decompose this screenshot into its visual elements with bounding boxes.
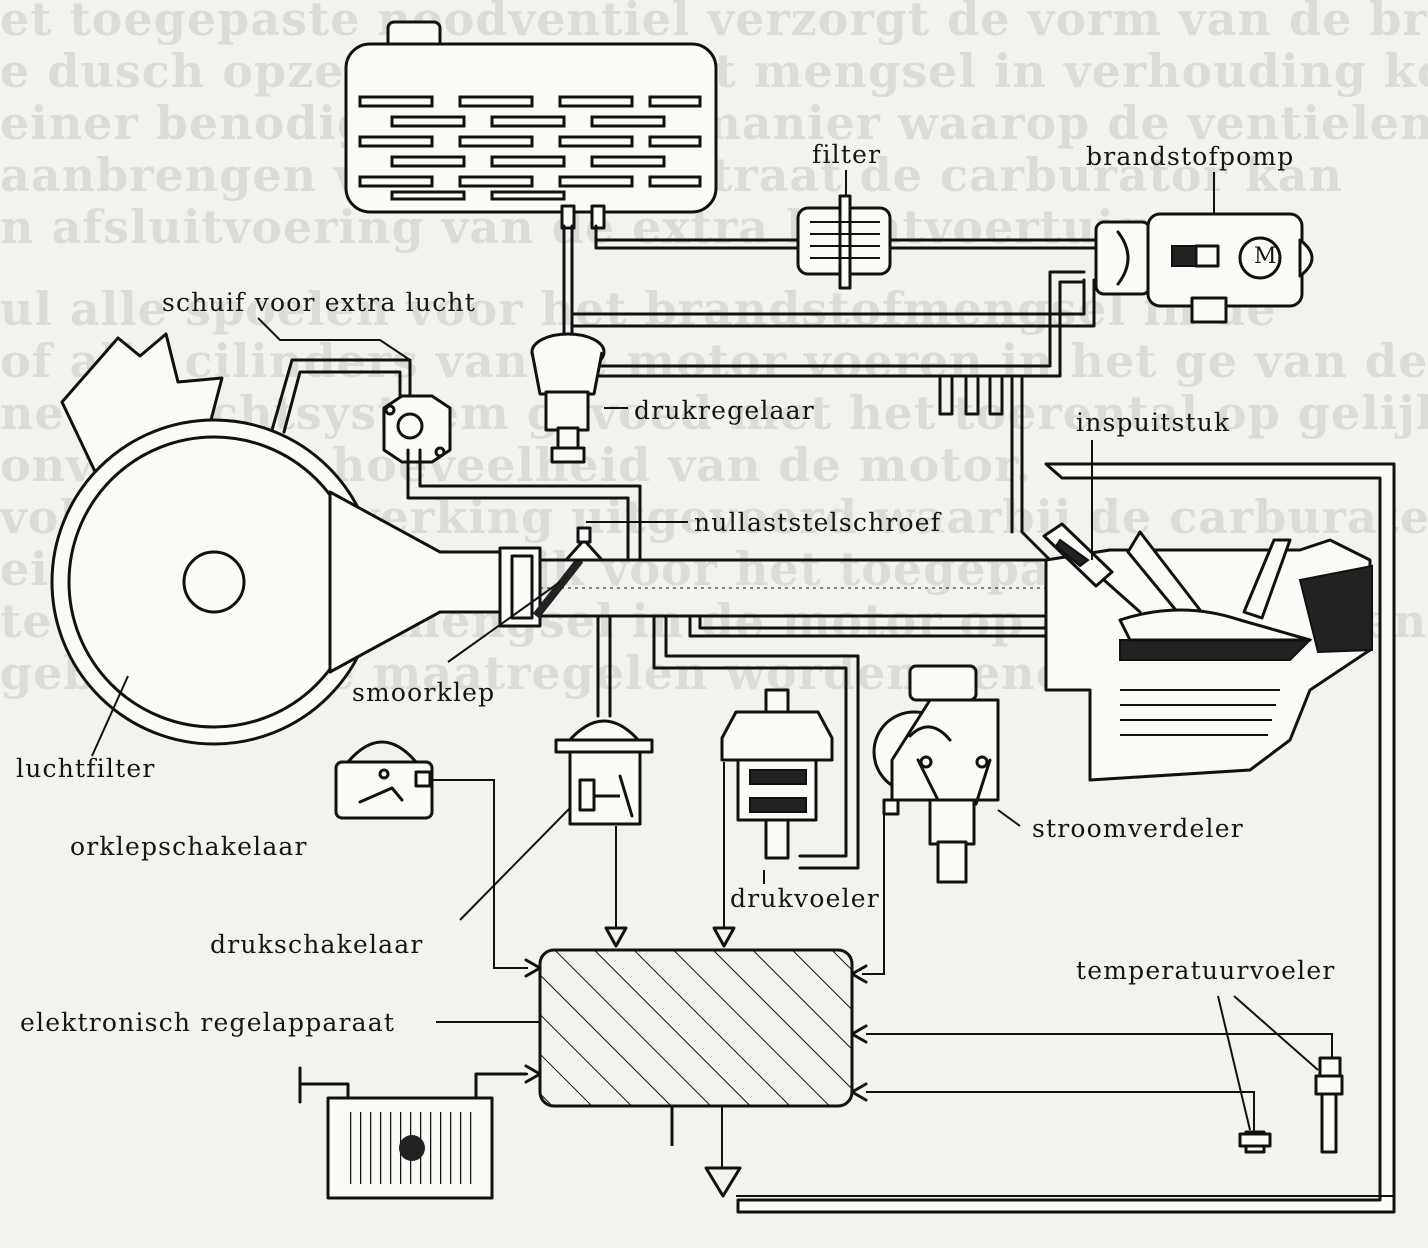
label-pressure-regulator: drukregelaar <box>634 396 815 425</box>
extra-air-slide <box>270 358 642 562</box>
signal-wires <box>430 762 1394 1198</box>
air-filter <box>50 332 514 746</box>
label-pressure-sensor: drukvoeler <box>730 884 880 913</box>
fuel-tank <box>344 20 718 230</box>
battery <box>298 1066 528 1200</box>
fuel-injector <box>1042 522 1142 614</box>
label-air-filter: luchtfilter <box>16 754 156 783</box>
label-filter: filter <box>812 140 882 169</box>
fuel-filter <box>796 194 892 290</box>
fuel-pump <box>1094 212 1314 324</box>
distributor <box>872 664 1000 884</box>
leader-lines <box>91 170 1319 1131</box>
label-extra-air-slide: schuif voor extra lucht <box>162 288 476 317</box>
temperature-sensors <box>1238 1056 1344 1154</box>
label-distributor: stroomverdeler <box>1032 814 1244 843</box>
label-ecu: elektronisch regelapparaat <box>20 1008 396 1037</box>
fuel-lines <box>562 224 1100 562</box>
pump-motor-symbol: M <box>1254 244 1278 269</box>
pressure-sensor <box>720 688 834 860</box>
label-temperature-sensor: temperatuurvoeler <box>1076 956 1336 985</box>
bg-line: et toegepaste noodventiel verzorgt de vo… <box>0 0 1428 46</box>
label-injector: inspuitstuk <box>1076 408 1231 437</box>
ecu <box>538 948 854 1146</box>
pressure-regulator <box>530 332 606 464</box>
label-fuel-pump: brandstofpomp <box>1086 142 1295 171</box>
vacuum-lines <box>596 614 1052 870</box>
label-pressure-switch: drukschakelaar <box>210 930 424 959</box>
engine-cylinder <box>736 462 1396 1214</box>
bg-line: of alle cilinders van de motor voeren in… <box>0 334 1428 388</box>
label-throttle-valve: smoorklep <box>352 678 496 707</box>
intake-pipe <box>498 526 1102 628</box>
pressure-switch <box>554 719 654 826</box>
label-throttle-switch: orklepschakelaar <box>70 832 308 861</box>
throttle-switch <box>334 740 434 820</box>
label-idle-screw: nullaststelschroef <box>694 508 942 537</box>
